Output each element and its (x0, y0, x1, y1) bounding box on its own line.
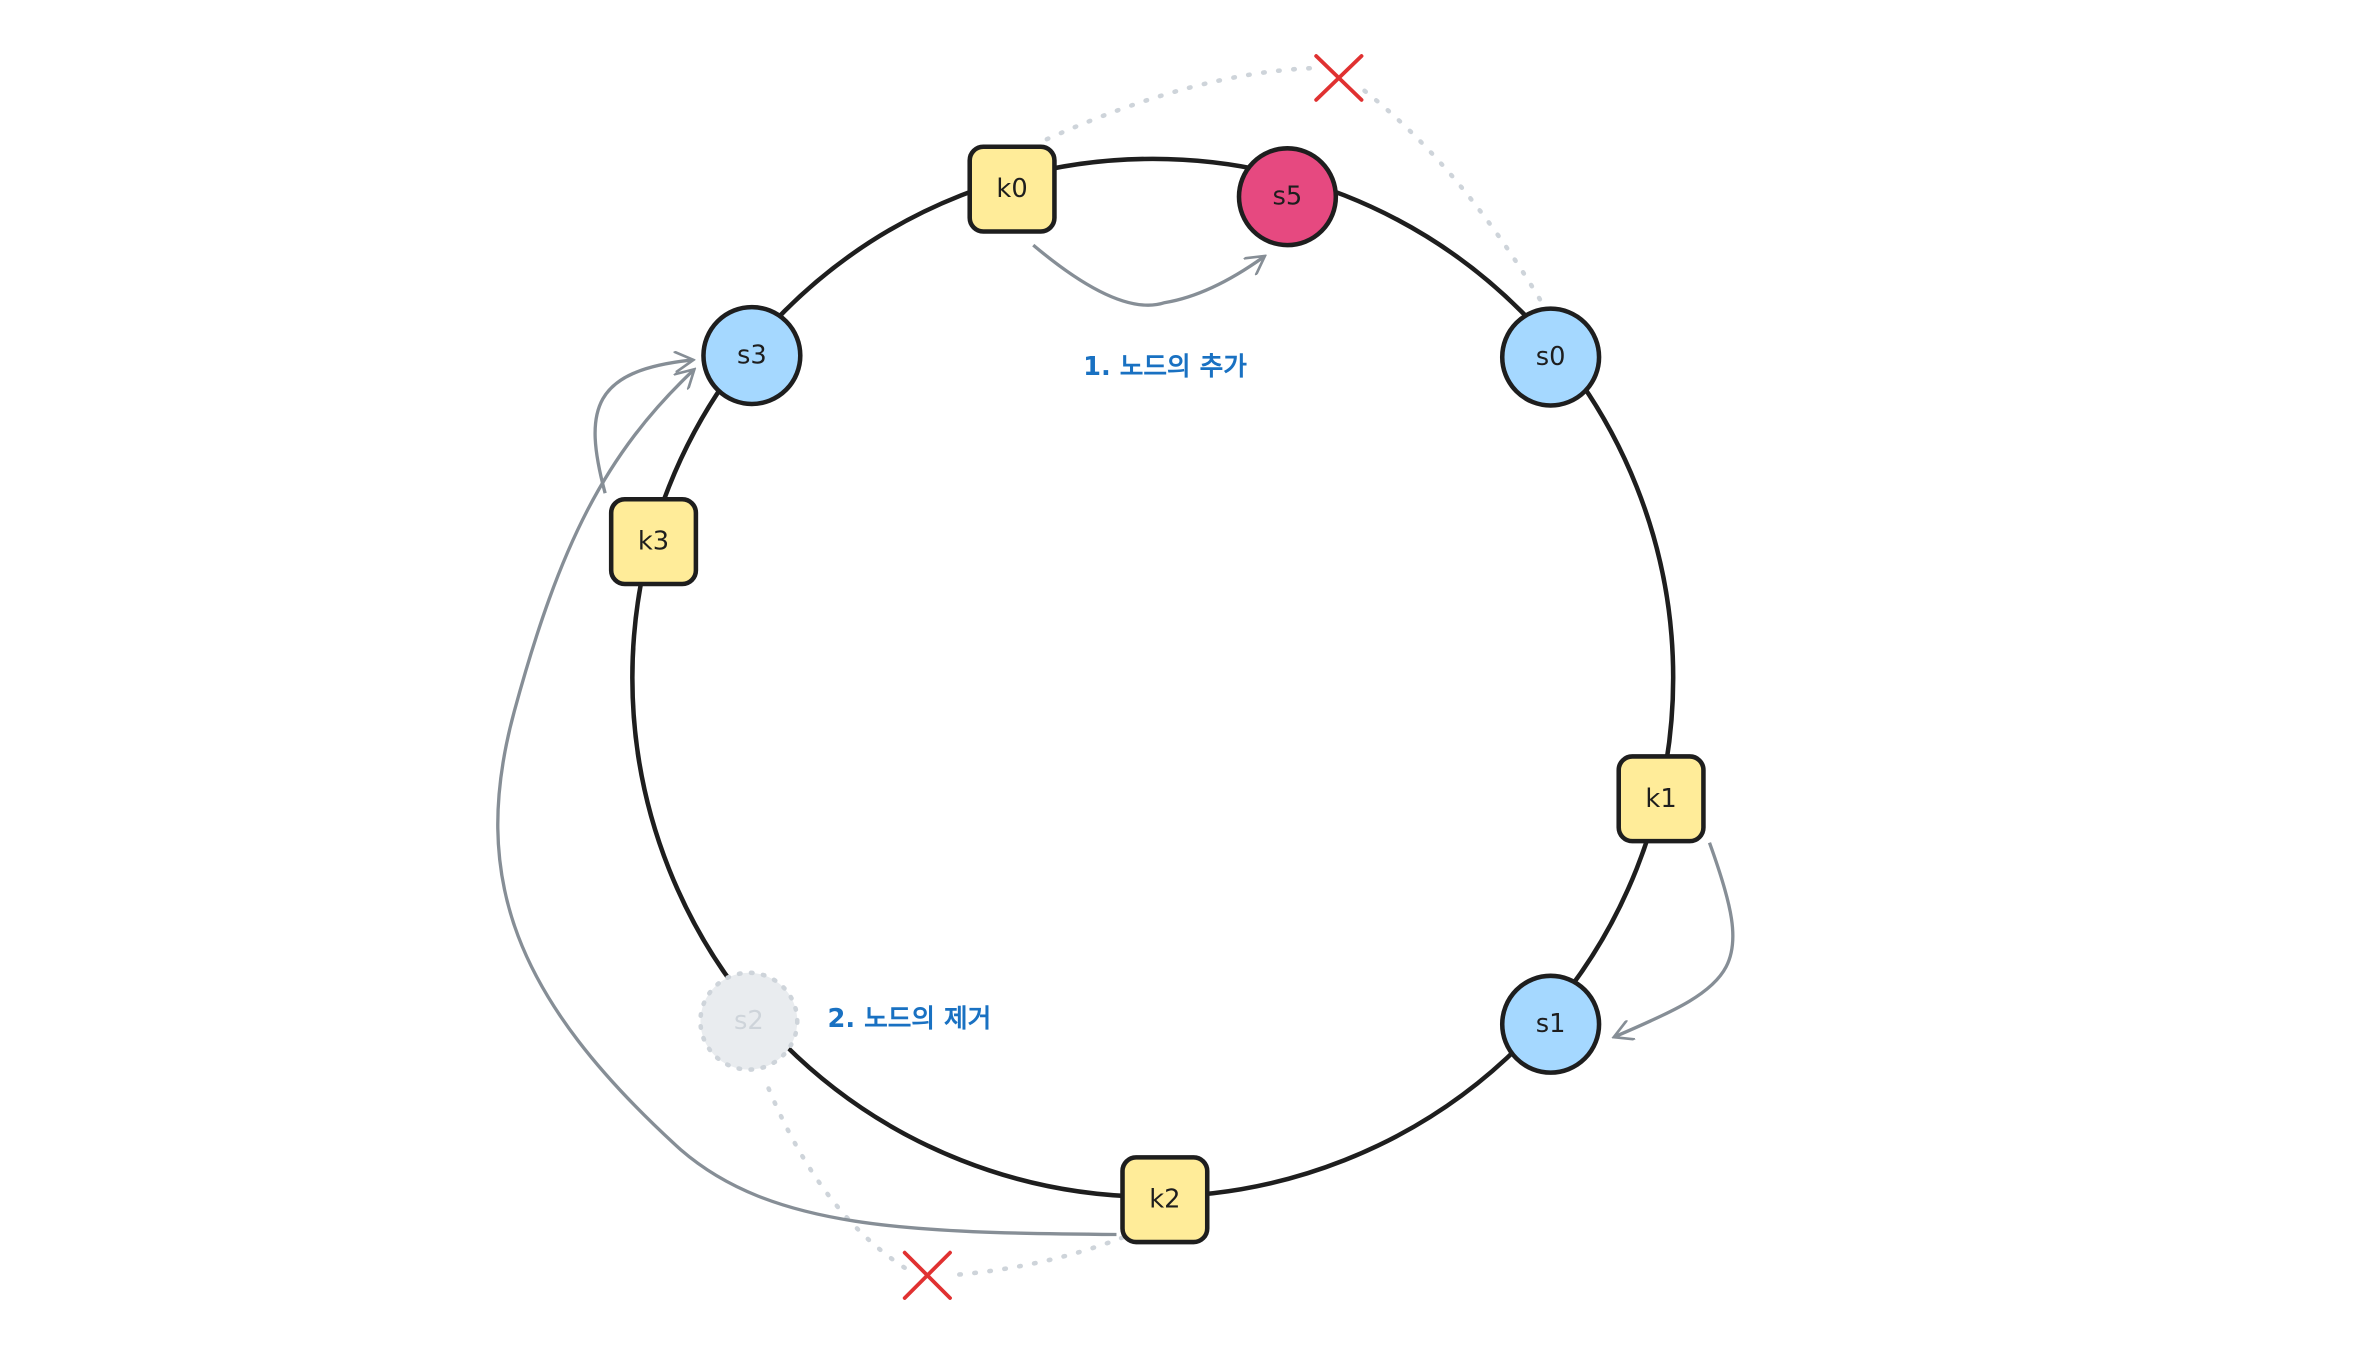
server-label: s5 (1273, 182, 1303, 212)
server-label: s1 (1536, 1009, 1566, 1039)
server-node-s0: s0 (1499, 306, 1602, 408)
arrow-k1-to-s1 (1616, 842, 1735, 1037)
key-box (608, 496, 699, 587)
key-label: k1 (1645, 784, 1676, 814)
server-label: s2 (734, 1006, 764, 1036)
server-circle (698, 970, 800, 1072)
key-label: k0 (996, 174, 1027, 204)
cross-icon (902, 1250, 952, 1300)
server-node-s5: s5 (1236, 146, 1339, 248)
server-label: s3 (737, 341, 767, 371)
old-mapping-k2-s2-dotted (761, 1074, 1125, 1278)
key-box (1120, 1155, 1210, 1245)
server-node-s2: s2 (698, 970, 800, 1072)
key-node-k3: k3 (608, 496, 699, 587)
old-mapping-k0-s0-dotted (1044, 65, 1543, 302)
key-node-k2: k2 (1120, 1155, 1210, 1245)
server-label: s0 (1536, 342, 1566, 372)
cross-icon (1314, 54, 1364, 102)
arrow-k2-to-s3 (496, 371, 1117, 1237)
key-label: k3 (638, 527, 669, 557)
server-node-s3: s3 (701, 304, 803, 407)
key-box (967, 144, 1057, 234)
server-node-s1: s1 (1499, 973, 1602, 1075)
key-node-k0: k0 (967, 144, 1057, 234)
key-label: k2 (1149, 1185, 1180, 1215)
key-box (1616, 754, 1706, 844)
add-node-label: 1. 노드의 추가 (1083, 352, 1247, 382)
arrow-k3-to-s3 (593, 360, 691, 494)
server-circle (701, 304, 803, 407)
arrow-k0-to-s5 (1032, 243, 1263, 307)
key-node-k1: k1 (1616, 754, 1706, 844)
remove-node-label: 2. 노드의 제거 (828, 1004, 992, 1034)
server-circle (1499, 306, 1602, 408)
server-circle (1499, 973, 1602, 1075)
server-circle (1236, 146, 1339, 248)
